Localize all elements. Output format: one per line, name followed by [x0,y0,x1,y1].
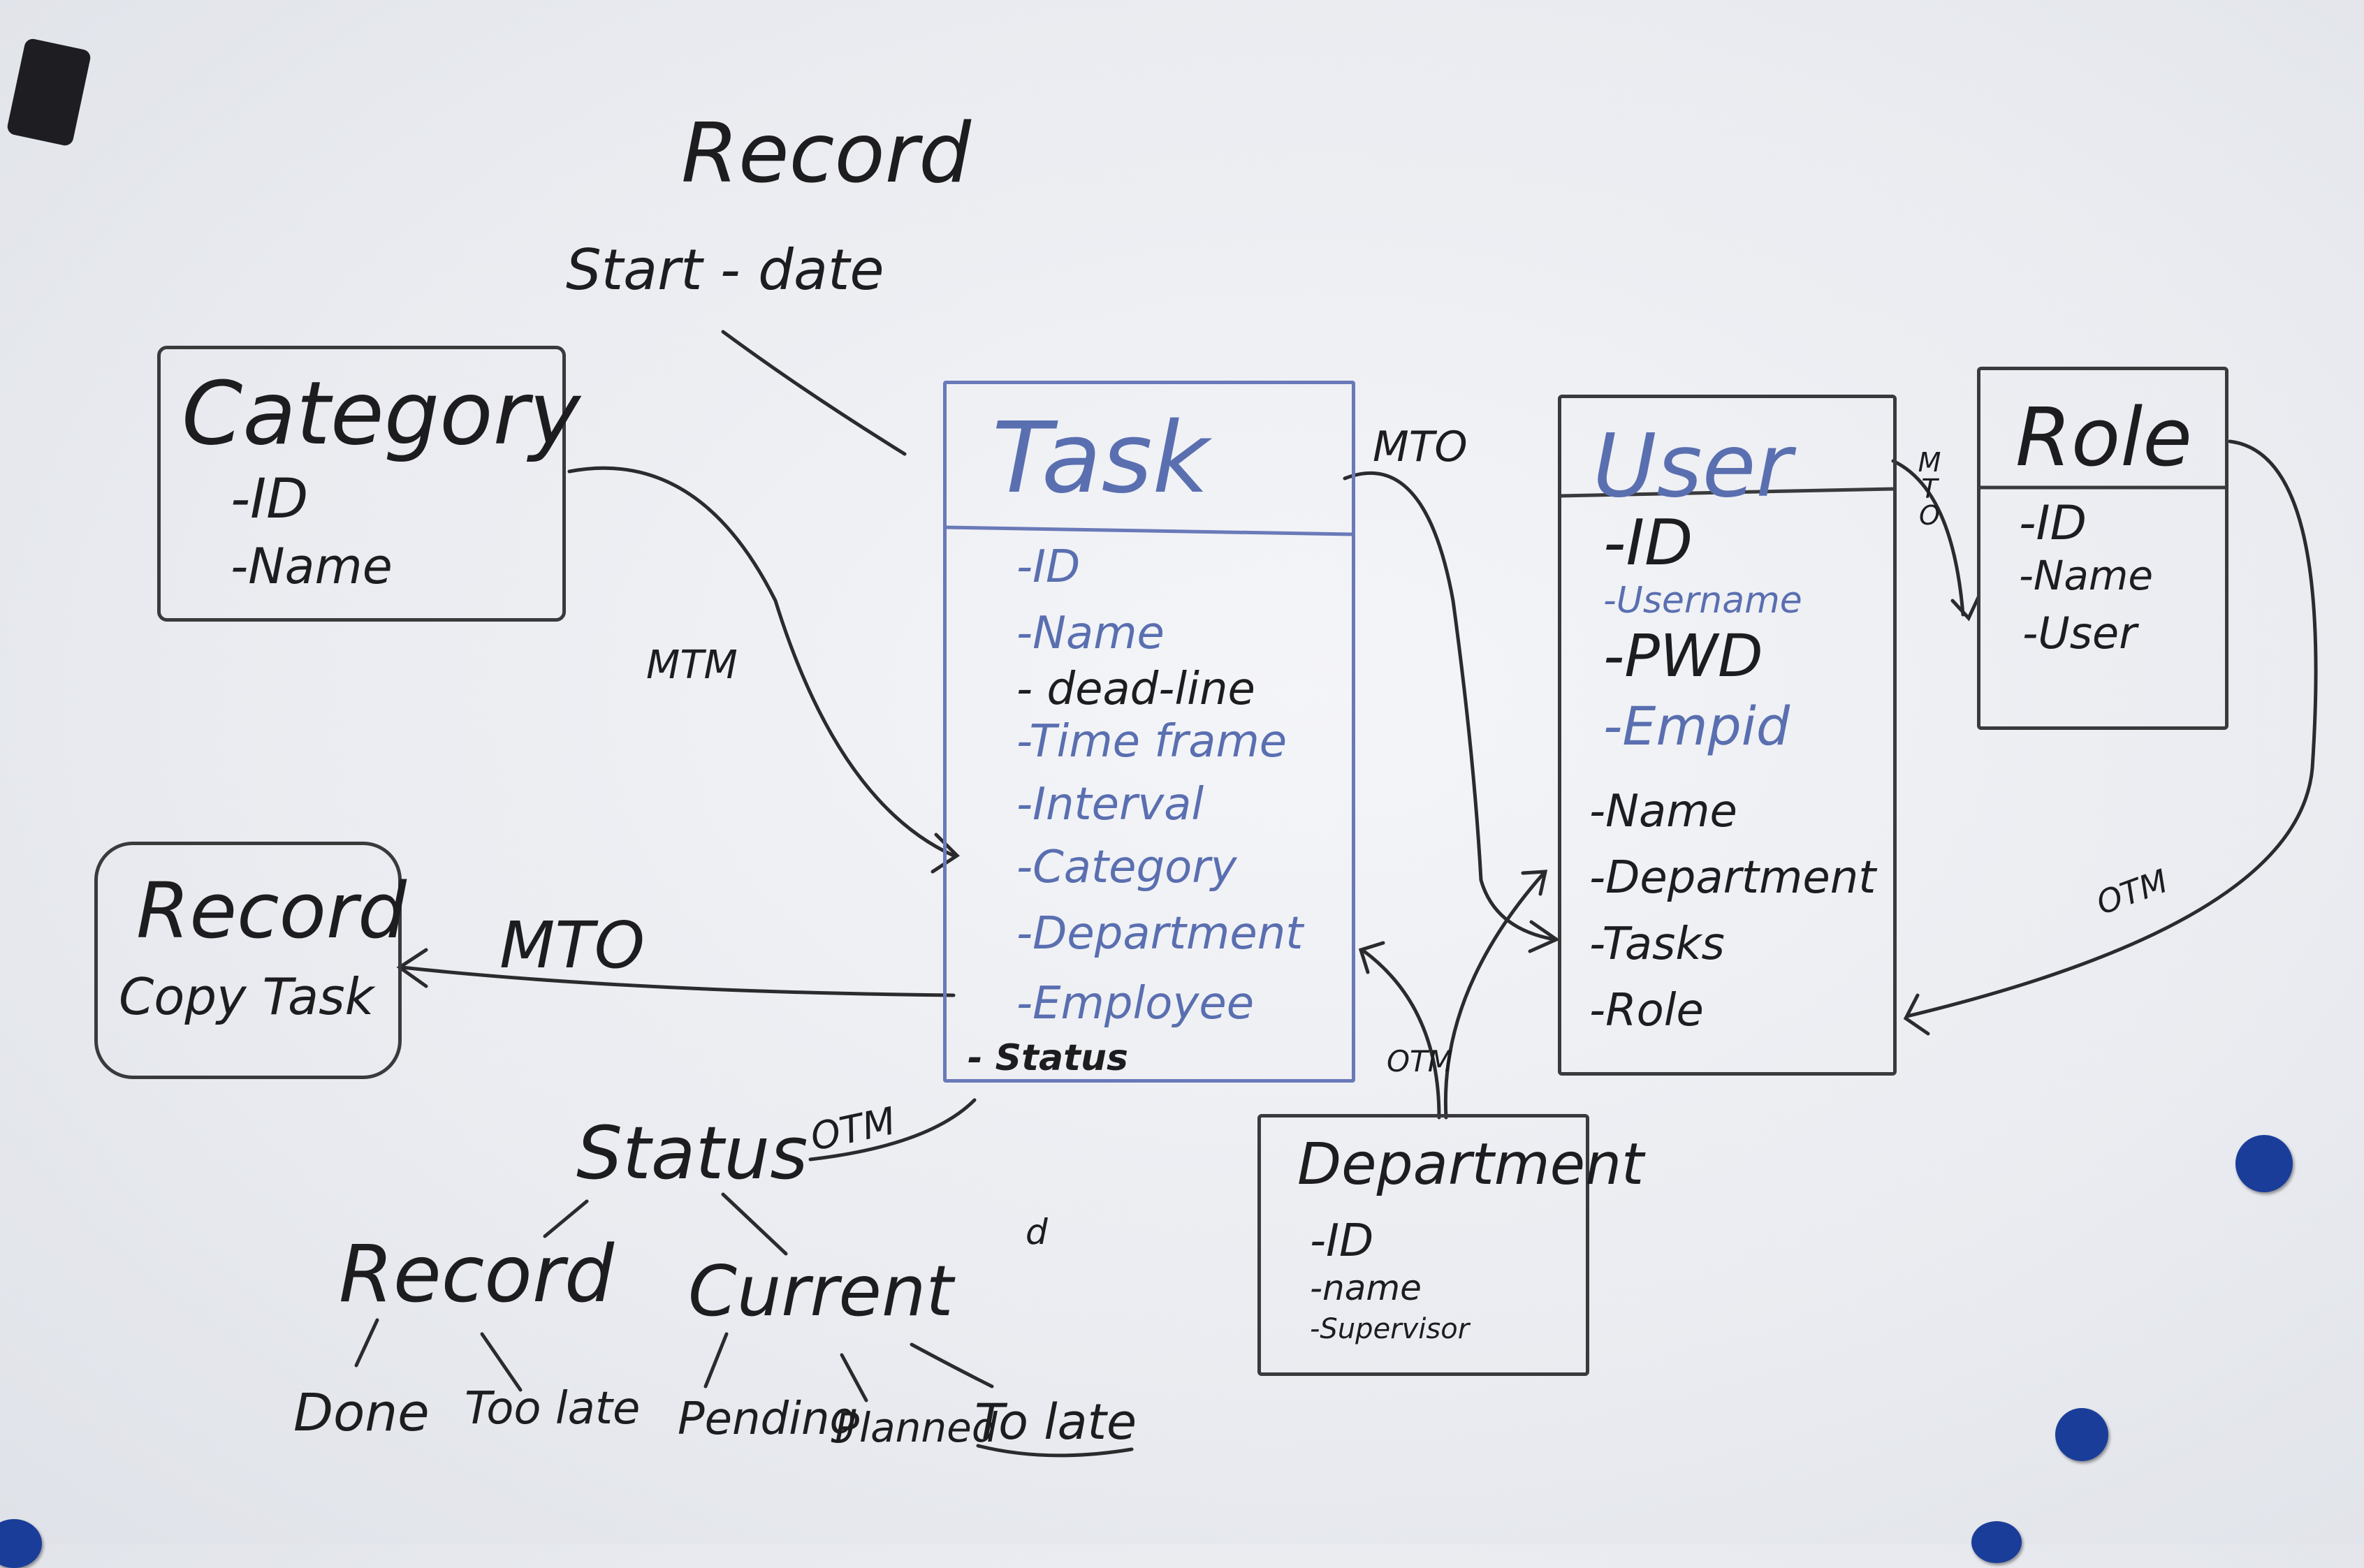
role-title: Role [2015,391,2192,485]
task-field: - dead-line [1016,664,1255,715]
category-field: -ID [231,468,309,531]
magnet [2055,1408,2108,1461]
role-entity: Role -ID -Name -User [1977,367,2228,730]
user-role-connector [1891,459,1965,617]
status-item: Pending [678,1393,859,1445]
task-field: -Category [1016,842,1237,893]
tree-branch [840,1353,868,1402]
tree-branch [543,1199,589,1238]
user-title: User [1593,416,1792,517]
top-title: Record [681,105,972,201]
status-item: Planned [835,1404,998,1451]
relation-label: OTM [1387,1044,1453,1078]
arrowhead [1521,870,1548,896]
arrowhead [1950,595,1980,622]
tree-branch [721,1192,788,1256]
user-field: -Username [1603,580,1802,622]
task-field: -Name [1016,608,1165,659]
record-subtitle: Copy Task [119,967,374,1026]
underline [976,1444,1134,1458]
tree-branch [703,1332,729,1389]
magnet [2235,1135,2293,1192]
department-field: -Supervisor [1310,1313,1470,1345]
relation-label: MTO [499,908,645,983]
start-date-label: Start - date [566,237,884,302]
user-field: -Department [1589,852,1876,904]
task-field: -ID [1016,541,1081,593]
arrowhead [1358,941,1385,974]
role-field: -User [2022,608,2137,659]
status-branch-title: Record [339,1229,614,1320]
department-title: Department [1297,1131,1644,1198]
department-user-connector [1443,871,1546,1120]
department-field: -ID [1310,1215,1374,1267]
user-entity: User -ID -Username -PWD -Empid -Name -De… [1558,395,1897,1076]
user-field: -Tasks [1589,918,1725,970]
task-field: - Status [968,1037,1128,1079]
task-record-connector [400,965,956,997]
tree-branch [910,1342,994,1389]
task-field: -Department [1016,908,1304,960]
user-field: -Role [1589,985,1704,1036]
task-field: -Time frame [1016,716,1287,768]
task-field: -Employee [1016,978,1255,1030]
task-status-connector [808,1098,977,1162]
start-date-connector [721,330,907,456]
arrowhead [1903,993,1930,1036]
relation-label: MTO [1373,423,1468,471]
record-title: Record [136,866,407,955]
task-user-connector [1343,471,1556,941]
status-title: Status [576,1111,808,1196]
department-entity: Department -ID -name -Supervisor [1257,1114,1644,1376]
tree-branch [354,1318,379,1368]
department-task-connector [1360,948,1441,1120]
department-field: -name [1310,1268,1422,1308]
status-item: Done [293,1383,430,1443]
user-field: -Empid [1603,695,1790,757]
user-divider [1559,487,1894,498]
role-field: -Name [2019,552,2154,599]
user-field: -PWD [1603,622,1763,690]
task-title: Task [992,402,1209,515]
category-task-connector [567,466,956,858]
relation-label: MTM [646,643,738,688]
role-field: -ID [2019,496,2087,551]
status-item: To late [975,1393,1137,1451]
user-field: -Name [1589,786,1737,837]
record-entity: Record Copy Task [94,842,407,1079]
task-field: -Interval [1016,779,1204,830]
tree-branch [480,1332,523,1392]
task-divider [944,525,1352,536]
task-entity: Task -ID -Name - dead-line -Time frame -… [943,381,1355,1083]
relation-label: MTO [1914,447,1945,527]
category-title: Category [182,363,581,464]
category-entity: Category -ID -Name [157,346,581,622]
arrowhead [1528,920,1561,953]
role-user-connector [1905,439,2318,1018]
user-field: -ID [1603,506,1693,580]
category-field: -Name [231,538,393,595]
status-branch-title: Current [688,1250,954,1332]
stray-mark: d [1026,1212,1048,1252]
status-item: Too late [465,1383,641,1435]
